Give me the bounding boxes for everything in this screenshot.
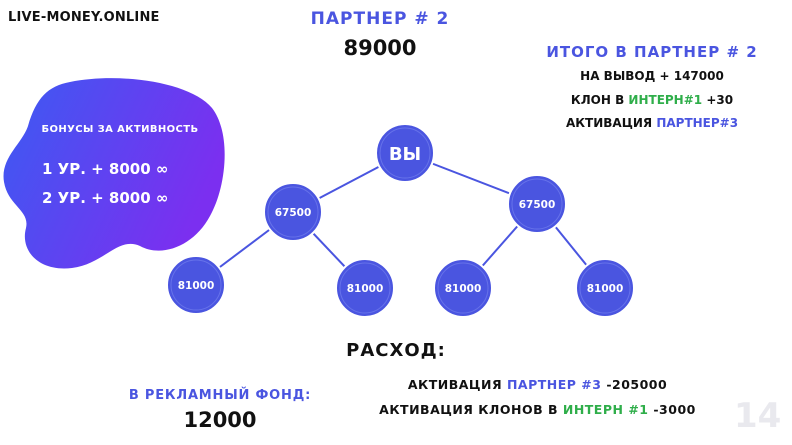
node-level2-1-label: 81000	[178, 280, 215, 292]
activation-label: АКТИВАЦИЯ	[565, 116, 653, 130]
node-level1-right	[507, 174, 567, 234]
node-root-label: ВЫ	[389, 144, 421, 165]
node-level1-right-label: 67500	[519, 199, 556, 211]
expense-2-label: АКТИВАЦИЯ КЛОНОВ В	[379, 402, 558, 417]
clone-value: +30	[706, 93, 734, 107]
page-number: 14	[734, 396, 782, 436]
node-level2-4-label: 81000	[587, 283, 624, 295]
clone-highlight: ИНТЕРН#1	[628, 93, 703, 107]
activation-highlight: ПАРТНЕР#3	[656, 116, 739, 130]
totals-title: ИТОГО В ПАРТНЕР # 2	[546, 43, 758, 61]
partner-title: ПАРТНЕР # 2	[310, 9, 450, 29]
totals-activation-line: АКТИВАЦИЯ ПАРТНЕР#3	[530, 116, 774, 130]
node-level1-left	[263, 182, 323, 242]
expense-line-1: АКТИВАЦИЯ ПАРТНЕР #3 -205000	[365, 377, 710, 392]
clone-label: КЛОН В	[570, 93, 625, 107]
node-level2-3	[433, 258, 493, 318]
expense-title: РАСХОД:	[346, 340, 446, 361]
node-level2-2	[335, 258, 395, 318]
expense-2-highlight: ИНТЕРН #1	[562, 402, 649, 417]
withdraw-label: НА ВЫВОД	[580, 69, 656, 83]
node-level1-left-label: 67500	[275, 207, 312, 219]
brand-logo-text: LIVE-MONEY.ONLINE	[8, 10, 160, 25]
totals-clone-line: КЛОН В ИНТЕРН#1 +30	[530, 93, 774, 107]
node-level2-2-label: 81000	[347, 283, 384, 295]
withdraw-value: + 147000	[659, 69, 724, 83]
partner-amount: 89000	[343, 36, 417, 60]
expense-2-value: -3000	[653, 402, 696, 417]
expense-1-highlight: ПАРТНЕР #3	[506, 377, 602, 392]
bonus-title: БОНУСЫ ЗА АКТИВНОСТЬ	[41, 124, 199, 135]
node-level2-3-label: 81000	[445, 283, 482, 295]
expense-1-value: -205000	[606, 377, 668, 392]
node-root	[375, 123, 435, 183]
bonus-level-2: 2 УР. + 8000 ∞	[42, 189, 169, 207]
fund-amount: 12000	[183, 408, 257, 432]
expense-line-2: АКТИВАЦИЯ КЛОНОВ В ИНТЕРН #1 -3000	[365, 402, 710, 417]
fund-title: В РЕКЛАМНЫЙ ФОНД:	[128, 388, 312, 403]
bonus-level-1: 1 УР. + 8000 ∞	[42, 160, 169, 178]
totals-withdraw-line: НА ВЫВОД + 147000	[530, 69, 774, 83]
expense-1-label: АКТИВАЦИЯ	[407, 377, 503, 392]
node-level2-1	[166, 255, 226, 315]
bonus-blob	[3, 78, 225, 269]
node-level2-4	[575, 258, 635, 318]
